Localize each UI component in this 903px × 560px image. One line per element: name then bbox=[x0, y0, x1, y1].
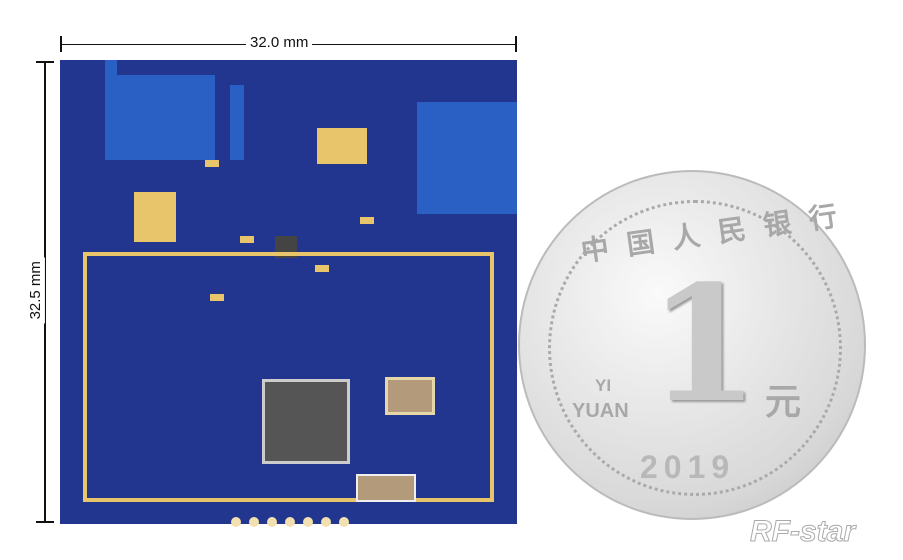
castellated-pad bbox=[303, 517, 313, 527]
width-tick-right bbox=[515, 36, 517, 52]
castellated-pad bbox=[285, 517, 295, 527]
width-label: 32.0 mm bbox=[246, 34, 313, 52]
castellated-pad bbox=[231, 517, 241, 527]
smd-component bbox=[210, 294, 224, 301]
crystal-oscillator bbox=[385, 377, 435, 415]
height-dimension-line bbox=[44, 61, 46, 523]
castellated-pad bbox=[321, 517, 331, 527]
ufl-connector-2 bbox=[134, 192, 176, 242]
castellated-pad bbox=[339, 517, 349, 527]
coin-unit: 元 bbox=[765, 381, 802, 422]
smd-component bbox=[360, 217, 374, 224]
smd-component bbox=[315, 265, 329, 272]
crystal-32k bbox=[356, 474, 416, 502]
coin-denomination: 1 bbox=[648, 250, 760, 438]
coin-dotted-rim bbox=[548, 200, 842, 496]
coin-yuan: YUAN bbox=[572, 400, 629, 422]
coin-year: 2019 bbox=[640, 449, 736, 485]
coin-yi: YI bbox=[595, 376, 612, 395]
mcu-chip bbox=[262, 379, 350, 464]
height-label: 32.5 mm bbox=[27, 257, 45, 324]
width-tick-left bbox=[60, 36, 62, 52]
height-tick-top bbox=[36, 61, 54, 63]
ufl-connector bbox=[317, 128, 367, 164]
antenna-pad-right bbox=[417, 102, 517, 214]
antenna-pad bbox=[105, 75, 215, 160]
height-tick-bottom bbox=[36, 521, 54, 523]
one-yuan-coin: 中国人民银行 1 YI YUAN 元 2019 bbox=[518, 170, 866, 520]
castellated-pad bbox=[249, 517, 259, 527]
shield-frame bbox=[83, 252, 494, 502]
antenna-trace bbox=[230, 85, 244, 160]
castellated-pad bbox=[267, 517, 277, 527]
rf-star-logo: RF-star bbox=[749, 515, 856, 549]
smd-component bbox=[240, 236, 254, 243]
smd-component bbox=[205, 160, 219, 167]
